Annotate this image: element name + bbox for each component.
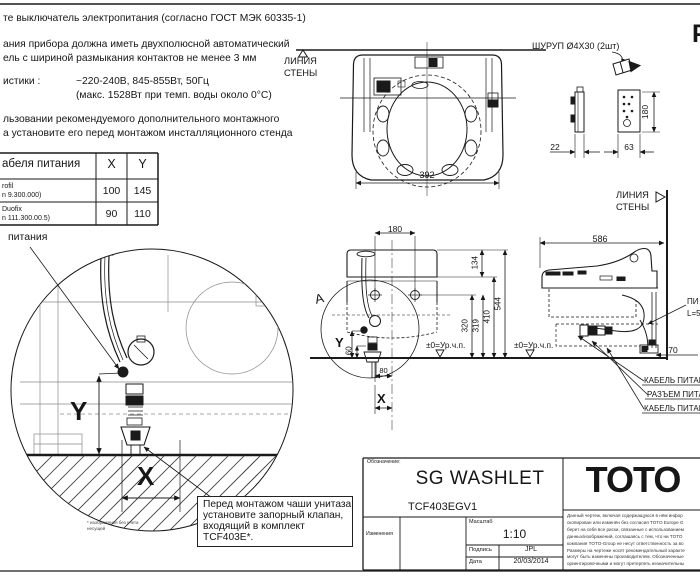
legal-text-line: скопирован или изменён без согласия TOTO…: [567, 519, 684, 525]
scale-value: 1:10: [502, 527, 527, 541]
legal-text-line: ориентировочными и могут претерпеть незн…: [567, 561, 685, 567]
cable-callout-label: питания: [8, 231, 48, 243]
note-line: входящий в комплект TCF403E*.: [203, 521, 305, 543]
dim-320: 320: [460, 319, 470, 333]
signature-value: JPL: [524, 546, 538, 553]
table-cell-x: 100: [102, 185, 121, 197]
toto-logo: TOTO: [585, 459, 682, 500]
table-row-name: rofil: [2, 183, 14, 190]
wall-line-label: СТЕНЫ: [616, 202, 650, 212]
changes-label: Изменения: [366, 531, 393, 537]
callout-cable: КАБЕЛЬ ПИТАН: [644, 404, 700, 413]
cut-label: ПИ: [687, 297, 699, 306]
legal-text-line: могут быть изменены производителем. Обоз…: [567, 554, 684, 560]
cut-label: L=5: [687, 309, 700, 318]
dim-319: 319: [471, 319, 481, 333]
front-view-drawing: [310, 230, 508, 430]
date-value: 20/03/2014: [513, 558, 549, 565]
screw-detail-drawing: [550, 51, 660, 158]
specs-label: истики :: [3, 76, 41, 87]
dim-22: 22: [550, 142, 560, 152]
wall-line-label: ЛИНИЯ: [616, 190, 649, 200]
instruction-line: а установите его перед монтажом инсталля…: [3, 128, 293, 139]
dim-60: 60: [344, 346, 354, 356]
dim-392: 392: [419, 170, 435, 180]
valve-note-box: Перед монтажом чаши унитаза установите з…: [197, 496, 353, 547]
partial-letter: Р: [692, 20, 700, 50]
floor-level-label: ±0=Ур.ч.п.: [426, 340, 466, 350]
note-line: установите запорный клапан,: [203, 510, 344, 521]
table-cell-x: 90: [105, 208, 118, 220]
specs-value: (макс. 1528Вт при темп. воды около 0°С): [76, 90, 272, 101]
designation-label: Обозначение:: [367, 459, 401, 465]
wall-line-label: СТЕНЫ: [284, 68, 318, 78]
instruction-line: ания прибора должна иметь двухполюсной а…: [3, 39, 290, 50]
legal-text-line: Размеры на чертеже носят рекомендательны…: [567, 547, 685, 553]
wall-line-marker-icon: [297, 49, 309, 58]
table-row-name: n 111.300.00.5): [2, 215, 51, 222]
mounting-bolt-icon: [368, 288, 382, 302]
dim-70: 70: [668, 345, 678, 355]
dim-63: 63: [624, 142, 634, 152]
signature-label: Подпись: [469, 547, 492, 553]
wall-line-marker-icon: [655, 191, 667, 203]
footnote: * изображения без учета: [87, 520, 139, 525]
legal-text-line: данных/изображений, соглашаясь с тем, чт…: [567, 533, 683, 539]
plumbing-detail: [94, 249, 155, 455]
cable-table-grid: [0, 152, 159, 226]
mounting-bolt-icon: [408, 288, 422, 302]
dim-544: 544: [493, 297, 503, 311]
note-line: Перед монтажом чаши унитаза: [203, 499, 352, 510]
dim-180: 180: [387, 224, 403, 234]
specs-value: ~220-240В, 845-855Вт, 50Гц: [76, 76, 209, 87]
dim-80: 80: [379, 366, 388, 375]
dim-410: 410: [482, 310, 492, 324]
screw-label: ШУРУП Ø4X30 (2шт): [532, 41, 620, 51]
floor-level-icon: [435, 349, 445, 358]
floor-level-label: ±0=Ур.ч.п.: [514, 340, 554, 350]
legal-text-line: берет на себя все риски, связанные с исп…: [567, 526, 684, 532]
table-row-name: n 9.300.000): [2, 192, 42, 199]
wall-line-label: ЛИНИЯ: [284, 56, 317, 66]
sheet-border: [0, 3, 700, 572]
detail-a-circle: [320, 279, 420, 379]
dim-134: 134: [470, 256, 480, 270]
table-header-cable: абеля питания: [2, 158, 81, 170]
dim-y-label: Y: [335, 335, 344, 350]
dim-586: 586: [592, 234, 608, 244]
callout-connector: РАЗЪЕМ ПИТА: [647, 390, 700, 399]
legal-text-line: Данный чертеж, включая содержащуюся в нё…: [567, 513, 683, 518]
dim-x-label: X: [377, 391, 386, 406]
top-view-drawing: [296, 42, 546, 196]
product-name: SG WASHLET: [415, 468, 545, 489]
side-view-drawing: [508, 190, 700, 414]
callout-cable: КАБЕЛЬ ПИТАН: [644, 376, 700, 385]
background-structure: [20, 250, 293, 456]
dim-180-bracket: 180: [639, 104, 650, 120]
table-header-x: X: [107, 157, 116, 171]
dim-y-label: Y: [70, 396, 88, 426]
footnote: несущей: [87, 526, 106, 531]
scale-label: Масштаб: [469, 519, 493, 525]
instruction-line: ель с шириной размыкания контактов не ме…: [3, 53, 257, 64]
date-label: Дата: [469, 559, 482, 565]
table-row-name: Duofix: [2, 206, 22, 213]
model-number: TCF403EGV1: [408, 501, 478, 513]
dim-x-label: X: [137, 461, 155, 491]
instruction-line: льзовании рекомендуемого дополнительного…: [3, 114, 280, 125]
instruction-line: те выключатель электропитания (согласно …: [3, 13, 306, 24]
table-cell-y: 110: [134, 208, 151, 220]
floor-level-icon: [525, 349, 535, 358]
title-block-grid: [362, 457, 700, 571]
table-cell-y: 145: [133, 185, 152, 197]
table-header-y: Y: [138, 157, 147, 171]
detail-circle-drawing: [10, 246, 294, 532]
legal-text-line: компания TOTO-Group не несут ответственн…: [567, 540, 684, 546]
